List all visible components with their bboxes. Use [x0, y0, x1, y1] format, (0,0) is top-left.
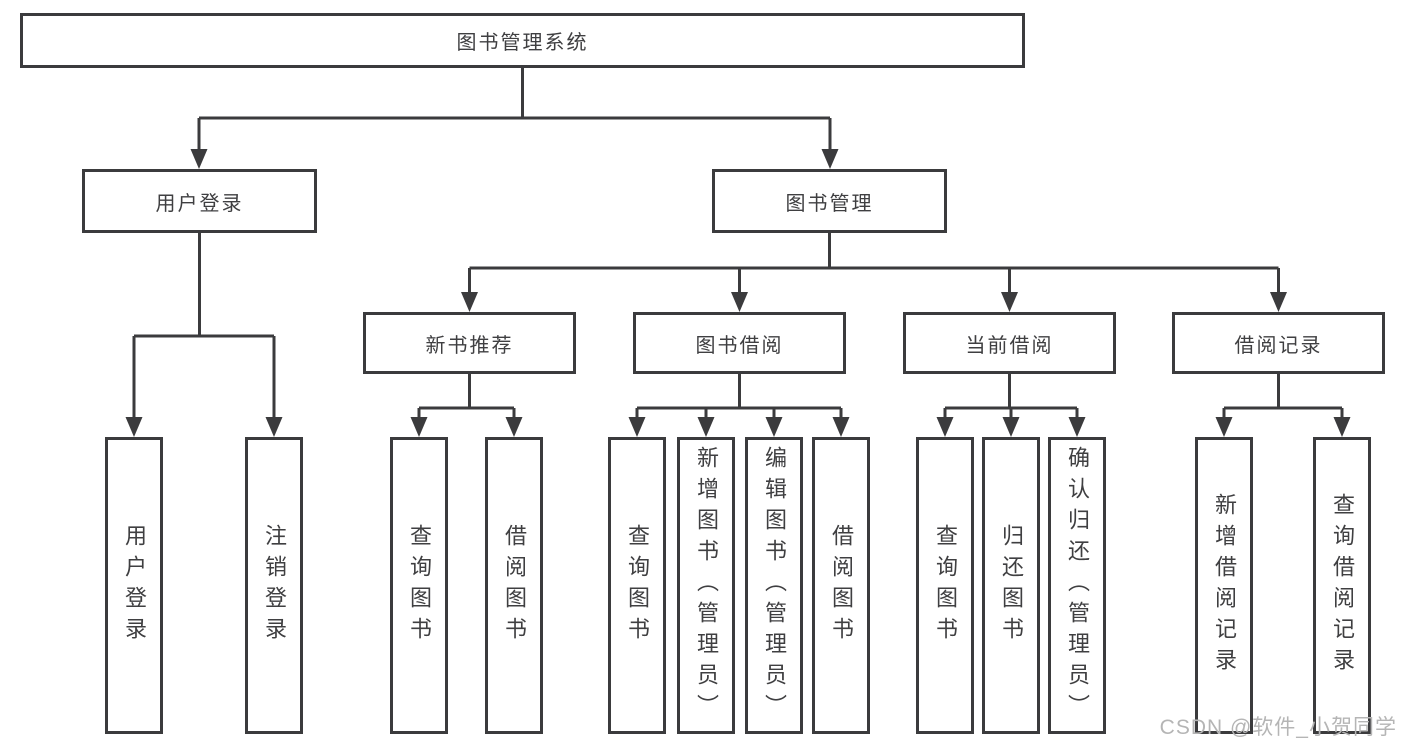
node-label: 查询图书 — [407, 523, 432, 648]
arrowheads — [125, 149, 1351, 437]
arrowhead — [936, 417, 954, 437]
arrowhead — [765, 417, 783, 437]
arrowhead — [821, 149, 839, 169]
node-book-borrowing: 图书借阅 — [633, 312, 846, 374]
arrowhead — [1002, 417, 1020, 437]
arrowhead — [190, 149, 208, 169]
connector-paths — [132, 68, 1344, 419]
arrowhead — [461, 292, 478, 312]
node-label: 确认归还（管理员） — [1065, 446, 1090, 725]
node-label: 用户登录 — [122, 523, 147, 648]
node-label: 查询图书 — [933, 523, 958, 648]
node-label: 新书推荐 — [425, 334, 514, 357]
arrowhead — [1270, 292, 1287, 312]
arrowhead — [505, 417, 523, 437]
leaf-borrow-books-recommend: 借阅图书 — [485, 437, 543, 734]
node-label: 借阅记录 — [1234, 334, 1323, 357]
node-new-book-recommendation: 新书推荐 — [363, 312, 576, 374]
node-label: 新增借阅记录 — [1212, 492, 1237, 679]
node-current-borrowing: 当前借阅 — [903, 312, 1116, 374]
leaf-query-books-borrow: 查询图书 — [608, 437, 666, 734]
arrowhead — [1215, 417, 1233, 437]
leaf-add-borrow-record: 新增借阅记录 — [1195, 437, 1253, 734]
arrowhead — [731, 292, 748, 312]
node-label: 编辑图书（管理员） — [762, 446, 787, 725]
node-user-login-branch: 用户登录 — [82, 169, 317, 233]
leaf-add-books-admin: 新增图书（管理员） — [677, 437, 735, 734]
arrowhead — [1001, 292, 1018, 312]
node-library-management-system: 图书管理系统 — [20, 13, 1025, 68]
node-label: 查询借阅记录 — [1330, 492, 1355, 679]
node-label: 新增图书（管理员） — [694, 446, 719, 725]
leaf-query-borrow-record: 查询借阅记录 — [1313, 437, 1371, 734]
leaf-query-books-recommend: 查询图书 — [390, 437, 448, 734]
arrowhead — [1333, 417, 1351, 437]
node-label: 借阅图书 — [829, 523, 854, 648]
leaf-query-books-current: 查询图书 — [916, 437, 974, 734]
node-label: 用户登录 — [155, 192, 244, 215]
node-label: 查询图书 — [625, 523, 650, 648]
node-label: 借阅图书 — [502, 523, 527, 648]
arrowhead — [697, 417, 715, 437]
arrowhead — [125, 417, 143, 437]
node-label: 归还图书 — [999, 523, 1024, 648]
arrowhead — [1068, 417, 1086, 437]
leaf-logout: 注销登录 — [245, 437, 303, 734]
node-label: 图书借阅 — [695, 334, 784, 357]
leaf-edit-books-admin: 编辑图书（管理员） — [745, 437, 803, 734]
node-label: 注销登录 — [262, 523, 287, 648]
arrowhead — [265, 417, 283, 437]
node-label: 图书管理系统 — [456, 32, 589, 54]
node-label: 图书管理 — [785, 192, 874, 215]
leaf-confirm-return-admin: 确认归还（管理员） — [1048, 437, 1106, 734]
node-label: 当前借阅 — [965, 334, 1054, 357]
arrowhead — [628, 417, 646, 437]
node-book-management-branch: 图书管理 — [712, 169, 947, 233]
node-borrowing-records: 借阅记录 — [1172, 312, 1385, 374]
leaf-return-books: 归还图书 — [982, 437, 1040, 734]
arrowhead — [410, 417, 428, 437]
leaf-borrow-books: 借阅图书 — [812, 437, 870, 734]
leaf-user-login: 用户登录 — [105, 437, 163, 734]
csdn-watermark: CSDN @软件_小贺同学 — [1159, 716, 1397, 739]
arrowhead — [832, 417, 850, 437]
